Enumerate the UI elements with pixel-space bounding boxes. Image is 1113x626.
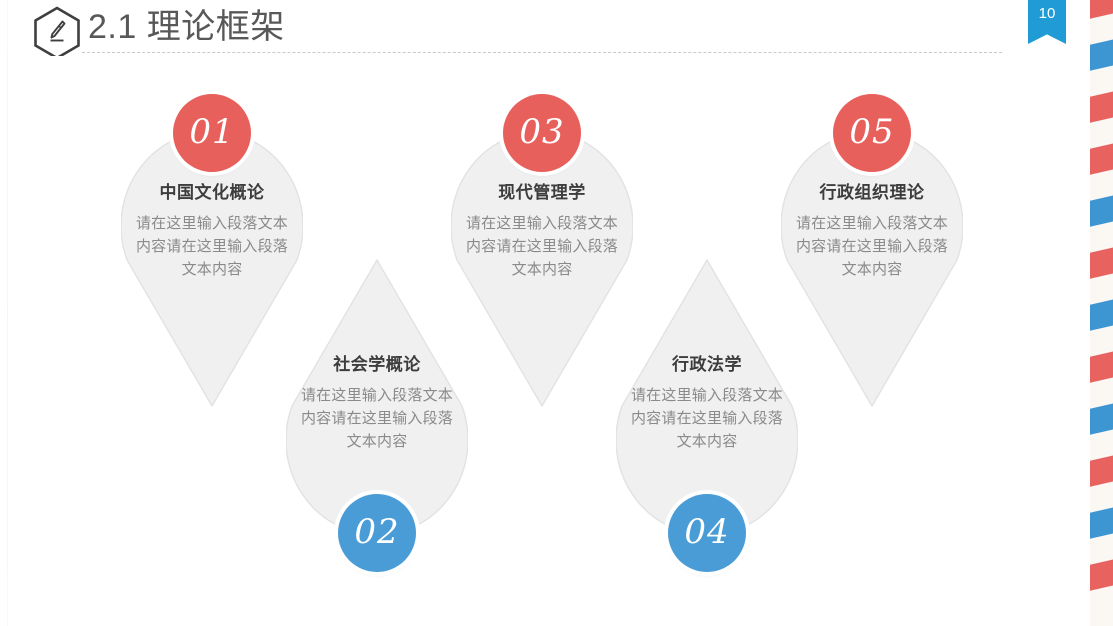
slide-header: 2.1 理论框架 10 bbox=[0, 0, 1113, 60]
stripe-segment bbox=[1090, 297, 1113, 333]
teardrop-title: 社会学概论 bbox=[333, 355, 421, 374]
teardrop-title: 现代管理学 bbox=[498, 183, 586, 202]
badge-number: 01 bbox=[189, 112, 235, 152]
number-badge-01: 01 bbox=[173, 94, 251, 172]
teardrop-title: 行政组织理论 bbox=[819, 183, 925, 202]
teardrop-body: 请在这里输入段落文本内容请在这里输入段落文本内容 bbox=[465, 215, 618, 278]
teardrop-body: 请在这里输入段落文本内容请在这里输入段落文本内容 bbox=[135, 215, 288, 278]
stripe-segment bbox=[1090, 401, 1113, 437]
badge-number: 05 bbox=[849, 112, 895, 152]
stripe-segment bbox=[1090, 557, 1113, 593]
teardrop-body: 请在这里输入段落文本内容请在这里输入段落文本内容 bbox=[300, 387, 453, 450]
teardrop-body: 请在这里输入段落文本内容请在这里输入段落文本内容 bbox=[630, 387, 783, 450]
teardrop-body: 请在这里输入段落文本内容请在这里输入段落文本内容 bbox=[795, 215, 948, 278]
stripe-segment bbox=[1090, 245, 1113, 281]
number-badge-02: 02 bbox=[338, 494, 416, 572]
stripe-segment bbox=[1090, 505, 1113, 541]
airmail-stripe-band bbox=[1090, 0, 1113, 626]
stripe-segment bbox=[1090, 453, 1113, 489]
teardrop-title: 行政法学 bbox=[672, 355, 742, 374]
title-divider bbox=[82, 52, 1002, 53]
stripe-segment bbox=[1090, 89, 1113, 125]
teardrop-text-block: 行政法学 请在这里输入段落文本内容请在这里输入段落文本内容 bbox=[628, 353, 786, 453]
teardrop-item-01[interactable]: 01 中国文化概论 请在这里输入段落文本内容请在这里输入段落文本内容 bbox=[121, 94, 303, 408]
badge-number: 04 bbox=[684, 512, 730, 552]
stripe-segment bbox=[1090, 193, 1113, 229]
badge-number: 03 bbox=[519, 112, 565, 152]
badge-number: 02 bbox=[354, 512, 400, 552]
page-number-label: 10 bbox=[1038, 5, 1056, 22]
stripe-segment bbox=[1090, 37, 1113, 73]
left-edge-line bbox=[7, 0, 8, 626]
teardrop-item-05[interactable]: 05 行政组织理论 请在这里输入段落文本内容请在这里输入段落文本内容 bbox=[781, 94, 963, 408]
teardrop-text-block: 中国文化概论 请在这里输入段落文本内容请在这里输入段落文本内容 bbox=[133, 181, 291, 281]
page-number-ribbon: 10 bbox=[1028, 0, 1066, 44]
number-badge-05: 05 bbox=[833, 94, 911, 172]
teardrop-title: 中国文化概论 bbox=[159, 183, 265, 202]
teardrop-text-block: 行政组织理论 请在这里输入段落文本内容请在这里输入段落文本内容 bbox=[793, 181, 951, 281]
stripe-segment bbox=[1090, 141, 1113, 177]
pencil-hexagon-icon bbox=[31, 6, 83, 60]
number-badge-03: 03 bbox=[503, 94, 581, 172]
page-title: 2.1 理论框架 bbox=[88, 8, 285, 46]
teardrop-item-02[interactable]: 02 社会学概论 请在这里输入段落文本内容请在这里输入段落文本内容 bbox=[286, 258, 468, 572]
teardrop-item-04[interactable]: 04 行政法学 请在这里输入段落文本内容请在这里输入段落文本内容 bbox=[616, 258, 798, 572]
stripe-segment bbox=[1090, 349, 1113, 385]
teardrop-text-block: 现代管理学 请在这里输入段落文本内容请在这里输入段落文本内容 bbox=[463, 181, 621, 281]
number-badge-04: 04 bbox=[668, 494, 746, 572]
teardrop-item-03[interactable]: 03 现代管理学 请在这里输入段落文本内容请在这里输入段落文本内容 bbox=[451, 94, 633, 408]
stripe-segment bbox=[1090, 0, 1113, 21]
teardrop-text-block: 社会学概论 请在这里输入段落文本内容请在这里输入段落文本内容 bbox=[298, 353, 456, 453]
